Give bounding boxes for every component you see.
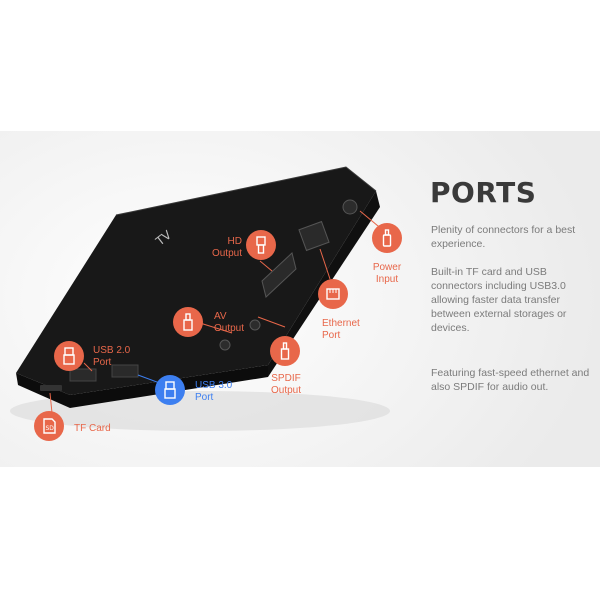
usb2-port-label: USB 2.0 Port xyxy=(93,345,131,368)
ethernet-spdif-paragraph: Featuring fast-speed ethernet and also S… xyxy=(431,367,590,393)
hdmi-port-slot xyxy=(261,252,297,298)
power-input-callout xyxy=(372,223,402,253)
hd-output-label: HD Output xyxy=(211,236,242,259)
rca-plug-icon xyxy=(280,342,290,360)
tf-slot xyxy=(40,385,62,391)
sd-card-icon: SD xyxy=(43,418,56,434)
power-plug-icon xyxy=(382,229,392,247)
usb-paragraph: Built-in TF card and USB connectors incl… xyxy=(431,266,567,334)
power-port-slot xyxy=(342,199,358,215)
ethernet-plug-icon xyxy=(326,288,340,300)
spdif-output-callout xyxy=(270,336,300,366)
product-banner: TV HD Output AV Output USB 2.0 Port USB … xyxy=(0,131,600,467)
ethernet-port-label: Ethernet Port xyxy=(322,318,360,341)
hd-output-callout xyxy=(246,230,276,260)
tv-box-illustration: TV xyxy=(10,166,390,431)
ethernet-port-callout xyxy=(318,279,348,309)
ports-heading: PORTS xyxy=(430,176,537,209)
usb3-port-callout xyxy=(155,375,185,405)
spdif-output-label: SPDIF Output xyxy=(270,373,302,396)
tf-card-callout: SD xyxy=(34,411,64,441)
av-output-label: AV Output xyxy=(214,311,245,334)
usb-plug-icon xyxy=(63,347,75,365)
tf-card-label: TF Card xyxy=(74,423,111,434)
usb3-port-slot xyxy=(111,364,139,378)
av-plug-icon xyxy=(183,313,193,331)
ethernet-port-slot xyxy=(298,220,330,252)
hdmi-plug-icon xyxy=(256,236,266,254)
av-output-callout xyxy=(173,307,203,337)
sd-card-icon-text: SD xyxy=(46,425,55,432)
usb2-port-slot xyxy=(69,368,97,382)
usb-plug-icon xyxy=(164,381,176,399)
usb3-port-label: USB 3.0 Port xyxy=(195,380,233,403)
usb2-port-callout xyxy=(54,341,84,371)
power-input-label: Power Input xyxy=(372,262,402,285)
intro-paragraph: Plenity of connectors for a best experie… xyxy=(431,224,576,250)
